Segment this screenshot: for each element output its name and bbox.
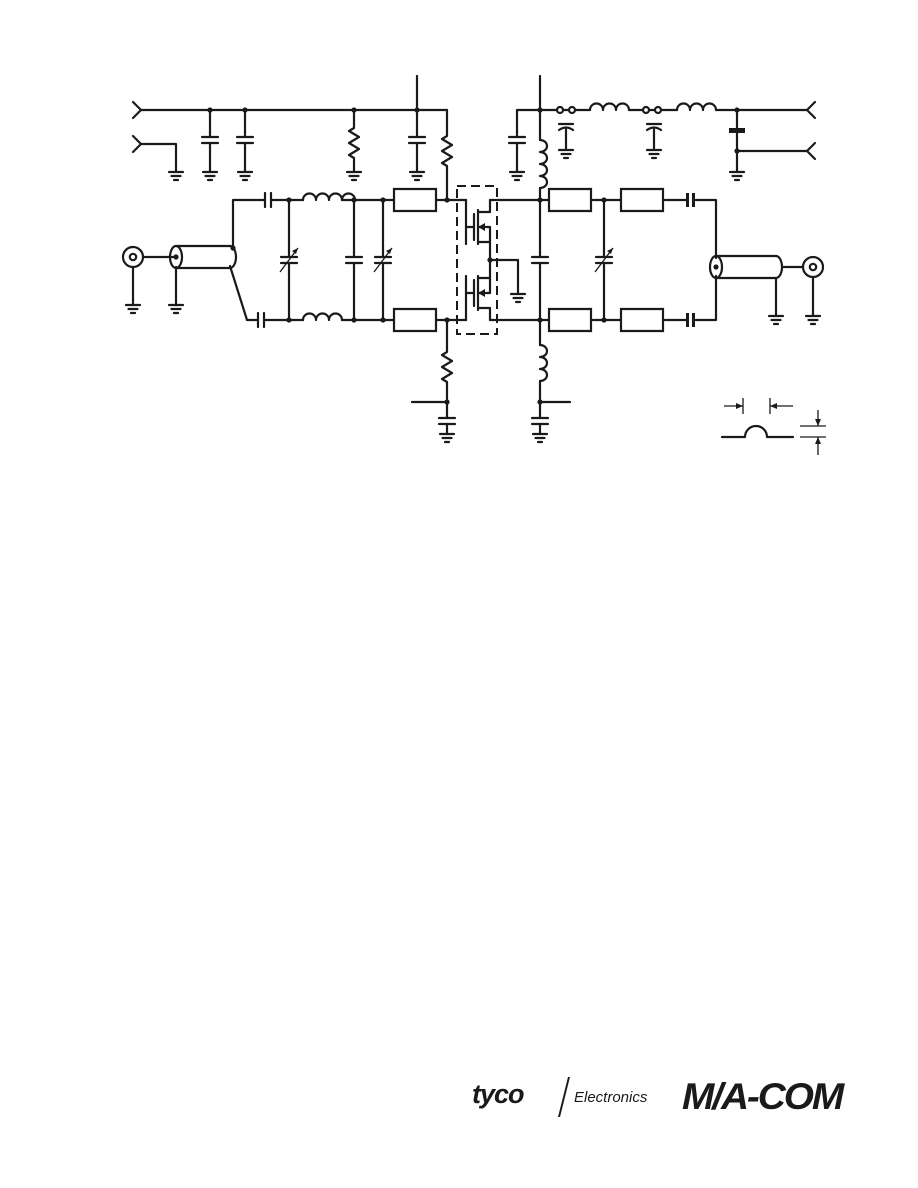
logo-divider (558, 1077, 570, 1117)
dc-supply-left (133, 76, 452, 200)
macom-logo: M/A-COM (682, 1076, 844, 1117)
gate-bias-bottom (412, 320, 457, 444)
drain-feed-bottom (530, 320, 570, 444)
input-connector (123, 247, 185, 315)
push-pull-transistor (457, 186, 540, 334)
loop-dimension-detail (722, 398, 826, 455)
output-matching (540, 189, 716, 331)
input-shunt-elements (280, 197, 392, 323)
drain-feed-top (507, 76, 547, 203)
amplifier-schematic (0, 0, 918, 520)
output-center-cap (530, 200, 550, 323)
input-match-bottom (256, 311, 394, 329)
input-match-top (263, 191, 394, 209)
drain-supply-filter (540, 102, 815, 182)
output-connector (782, 257, 823, 326)
input-balun (170, 200, 265, 320)
tyco-logo: tyco (472, 1079, 525, 1109)
footer-logos: tyco Electronics M/A-COM (470, 1075, 890, 1135)
electronics-label: Electronics (574, 1089, 648, 1106)
output-balun (710, 256, 785, 326)
input-strip-lines (394, 189, 466, 331)
